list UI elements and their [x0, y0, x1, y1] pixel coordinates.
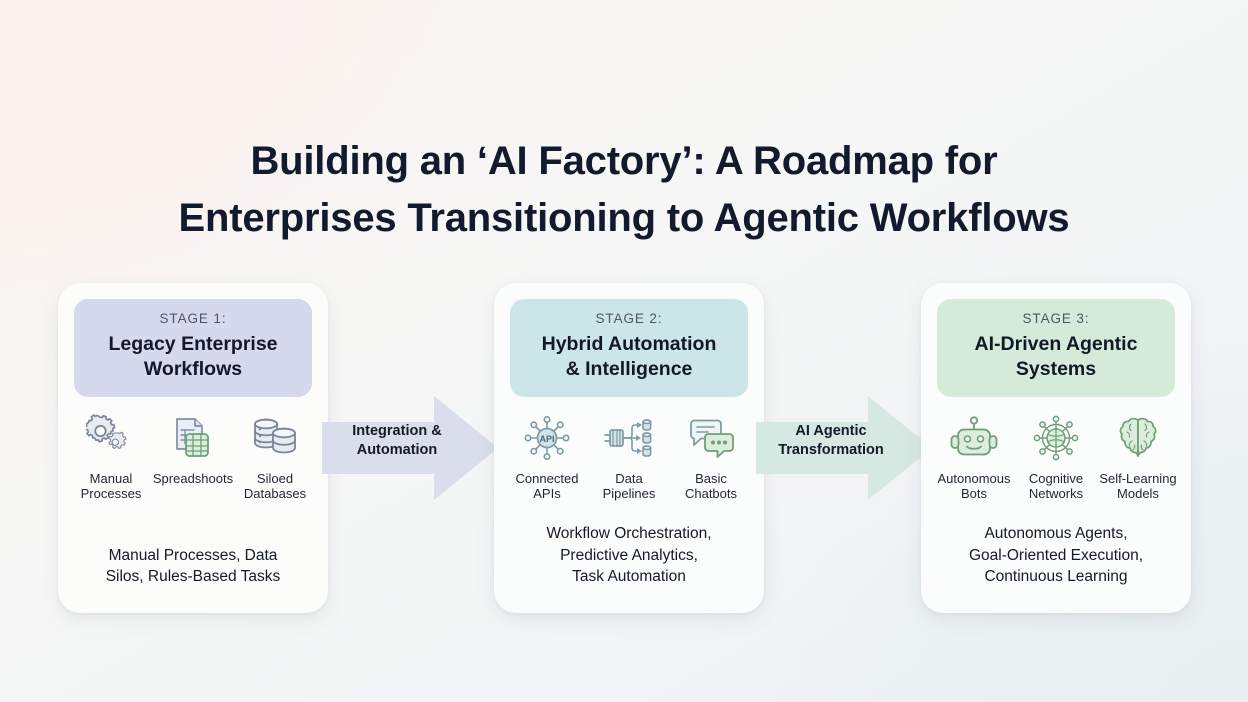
stage-card-3[interactable]: STAGE 3: AI-Driven Agentic Systems: [921, 283, 1191, 613]
stage-icon-label-2-1: Connected APIs: [515, 471, 579, 502]
stage-card-2[interactable]: STAGE 2: Hybrid Automation & Intelligenc…: [494, 283, 764, 613]
stage-icon-label-1-2: Spreadshoots: [152, 471, 234, 487]
stage-title-2: Hybrid Automation & Intelligence: [520, 332, 738, 382]
stage-title-3-line-2: Systems: [1015, 358, 1097, 381]
chat-bubbles-icon: [685, 413, 737, 463]
stage-body-1: Manual Processes, Data Silos, Rules-Base…: [76, 545, 310, 587]
stage-body-1-line-2: Silos, Rules-Based Tasks: [105, 567, 281, 585]
stage-icon-label-1-3: Siloed Databases: [243, 471, 307, 502]
stage-icon-label-1-1: Manual Processes: [80, 471, 142, 502]
stage-icon-item-2-1[interactable]: API Connected APIs: [508, 413, 586, 502]
arrow-stage1-to-stage2: Integration & Automation: [322, 392, 498, 504]
stage-icon-item-1-2[interactable]: Spreadshoots: [152, 413, 234, 487]
stage-card-1[interactable]: STAGE 1: Legacy Enterprise Workflows: [58, 283, 328, 613]
stage-eyebrow-3: STAGE 3:: [1022, 311, 1090, 326]
svg-text:API: API: [539, 434, 554, 444]
stage-icon-label-2-2: Data Pipelines: [602, 471, 656, 502]
stage-icon-label-2-3: Basic Chatbots: [684, 471, 738, 502]
stage-icon-label-3-2: Cognitive Networks: [1028, 471, 1084, 502]
stage-header-2: STAGE 2: Hybrid Automation & Intelligenc…: [510, 299, 748, 398]
stage-icon-item-2-3[interactable]: Basic Chatbots: [672, 413, 750, 502]
stage-body-2-line-3: Task Automation: [572, 567, 686, 585]
arrow-shape-icon: [322, 396, 498, 500]
stage-icon-row-3: Autonomous Bots: [935, 413, 1177, 502]
stage-body-1-line-1: Manual Processes, Data: [108, 546, 278, 564]
stage-title-2-line-1: Hybrid Automation: [541, 333, 717, 356]
stage-title-1-line-1: Legacy Enterprise: [108, 333, 278, 356]
stage-body-2-line-1: Workflow Orchestration,: [546, 525, 712, 543]
stage-icon-label-3-3: Self-Learning Models: [1099, 471, 1177, 502]
stage-icon-item-3-2[interactable]: Cognitive Networks: [1017, 413, 1095, 502]
arrow-label-1: Integration & Automation: [352, 423, 442, 458]
stage-title-1: Legacy Enterprise Workflows: [84, 332, 302, 382]
stage-header-3: STAGE 3: AI-Driven Agentic Systems: [937, 299, 1175, 398]
arrow-shape-icon: [756, 396, 932, 500]
stage-icon-item-1-1[interactable]: Manual Processes: [72, 413, 150, 502]
stage-icon-item-3-3[interactable]: Self-Learning Models: [1099, 413, 1177, 502]
stage-icon-item-3-1[interactable]: Autonomous Bots: [935, 413, 1013, 502]
stage-icon-item-1-3[interactable]: Siloed Databases: [236, 413, 314, 502]
stage-icon-item-2-2[interactable]: Data Pipelines: [590, 413, 668, 502]
page-title-line-1: Building an ‘AI Factory’: A Roadmap for: [250, 138, 998, 183]
stage-title-3-line-1: AI-Driven Agentic: [974, 333, 1138, 356]
database-stack-icon: [249, 413, 301, 463]
spreadsheet-icon: [168, 413, 218, 463]
stage-body-3-line-3: Continuous Learning: [984, 567, 1128, 585]
robot-head-icon: [948, 413, 1000, 463]
stage-title-2-line-2: & Intelligence: [565, 358, 693, 381]
stage-title-3: AI-Driven Agentic Systems: [947, 332, 1165, 382]
stage-body-2: Workflow Orchestration, Predictive Analy…: [512, 523, 746, 587]
page-title: Building an ‘AI Factory’: A Roadmap for …: [0, 133, 1248, 247]
data-pipeline-icon: [603, 413, 655, 463]
stage-icon-label-3-1: Autonomous Bots: [937, 471, 1011, 502]
stage-body-3-line-1: Autonomous Agents,: [984, 525, 1128, 543]
stage-icon-row-2: API Connected APIs: [508, 413, 750, 502]
stage-title-1-line-2: Workflows: [143, 358, 243, 381]
stage-eyebrow-2: STAGE 2:: [595, 311, 663, 326]
stage-body-3-line-2: Goal-Oriented Execution,: [968, 546, 1144, 564]
arrow-stage2-to-stage3: AI Agentic Transformation: [756, 392, 932, 504]
api-hub-icon: API: [522, 413, 572, 463]
arrow-label-2: AI Agentic Transformation: [778, 423, 884, 458]
stage-icon-row-1: Manual Processes: [72, 413, 314, 502]
stage-body-3: Autonomous Agents, Goal-Oriented Executi…: [939, 523, 1173, 587]
brain-icon: [1113, 413, 1163, 463]
neural-network-icon: [1030, 413, 1082, 463]
stage-header-1: STAGE 1: Legacy Enterprise Workflows: [74, 299, 312, 398]
page-title-line-2: Enterprises Transitioning to Agentic Wor…: [178, 195, 1070, 240]
stage-eyebrow-1: STAGE 1:: [159, 311, 227, 326]
stage-body-2-line-2: Predictive Analytics,: [560, 546, 698, 564]
gears-icon: [86, 413, 136, 463]
